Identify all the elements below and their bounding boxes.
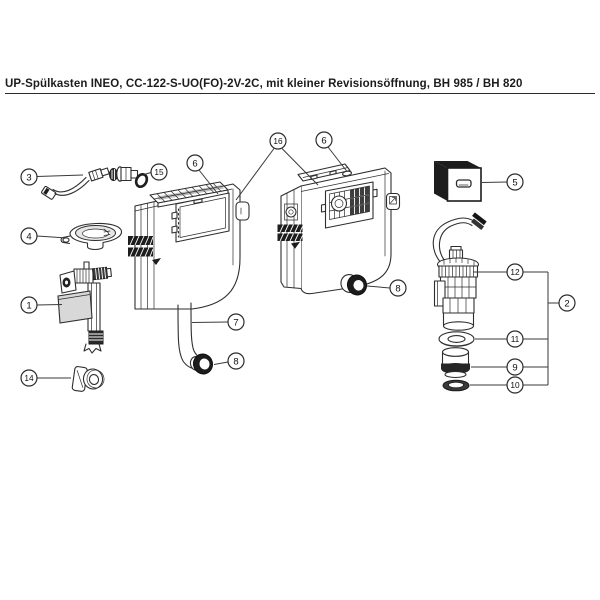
callout-6-right: 6 bbox=[315, 131, 348, 172]
callout-7: 7 bbox=[191, 313, 245, 331]
connection-fitting bbox=[109, 166, 149, 189]
svg-text:6: 6 bbox=[192, 159, 197, 170]
callout-3: 3 bbox=[20, 168, 84, 186]
callout-8-left: 8 bbox=[213, 352, 245, 370]
cable-connectors bbox=[471, 212, 487, 231]
mounting-rail-left bbox=[128, 235, 161, 265]
flush-valve-assembly bbox=[432, 212, 487, 331]
svg-text:6: 6 bbox=[321, 136, 326, 147]
callout-8-right: 8 bbox=[366, 279, 407, 297]
page-title: UP-Spülkasten INEO, CC-122-S-UO(FO)-2V-2… bbox=[5, 78, 523, 90]
valve-seal-housing bbox=[441, 347, 470, 379]
callout-9: 9 bbox=[471, 358, 524, 376]
callout-1: 1 bbox=[20, 296, 63, 314]
callout-16: 16 bbox=[235, 132, 319, 201]
valve-washer bbox=[438, 331, 475, 347]
outlet-connector-right bbox=[340, 273, 368, 296]
callout-4: 4 bbox=[20, 227, 68, 245]
callout-6-left: 6 bbox=[186, 154, 219, 195]
callout-2: 2 bbox=[558, 294, 576, 312]
svg-text:8: 8 bbox=[233, 357, 238, 368]
box-slot bbox=[455, 179, 472, 188]
page-header: UP-Spülkasten INEO, CC-122-S-UO(FO)-2V-2… bbox=[5, 78, 595, 94]
svg-text:12: 12 bbox=[510, 267, 520, 277]
svg-text:9: 9 bbox=[512, 363, 517, 374]
protection-box bbox=[434, 161, 482, 202]
wall-grommet bbox=[71, 366, 105, 392]
detail-marker-tab bbox=[385, 192, 401, 211]
svg-text:16: 16 bbox=[273, 136, 283, 146]
side-column-details bbox=[277, 203, 303, 249]
cistern-side-view bbox=[128, 181, 250, 375]
svg-text:2: 2 bbox=[564, 299, 569, 310]
revision-opening bbox=[171, 192, 230, 243]
svg-text:7: 7 bbox=[233, 318, 238, 329]
mounting-clamp-ring bbox=[60, 222, 123, 251]
callout-11: 11 bbox=[475, 330, 524, 348]
svg-text:5: 5 bbox=[512, 178, 517, 189]
svg-text:10: 10 bbox=[510, 380, 520, 390]
svg-text:8: 8 bbox=[395, 284, 400, 295]
cistern-three-quarter-view bbox=[277, 163, 401, 296]
svg-text:15: 15 bbox=[154, 167, 164, 177]
fill-valve bbox=[57, 261, 112, 354]
callout-15: 15 bbox=[143, 163, 168, 181]
callout-10: 10 bbox=[470, 376, 524, 394]
svg-text:3: 3 bbox=[26, 173, 31, 184]
callout-5: 5 bbox=[481, 173, 524, 191]
side-tag bbox=[235, 201, 250, 221]
valve-o-ring bbox=[442, 379, 470, 392]
flush-bend-pipe bbox=[177, 302, 214, 375]
svg-text:1: 1 bbox=[26, 301, 31, 312]
flexible-supply-hose bbox=[41, 167, 110, 200]
callout-12: 12 bbox=[473, 263, 524, 281]
svg-text:14: 14 bbox=[24, 373, 34, 383]
svg-text:11: 11 bbox=[511, 334, 520, 344]
front-grate-panel bbox=[320, 181, 378, 229]
group-bracket-2 bbox=[523, 271, 559, 386]
svg-text:4: 4 bbox=[26, 232, 31, 243]
callout-14: 14 bbox=[20, 369, 71, 387]
